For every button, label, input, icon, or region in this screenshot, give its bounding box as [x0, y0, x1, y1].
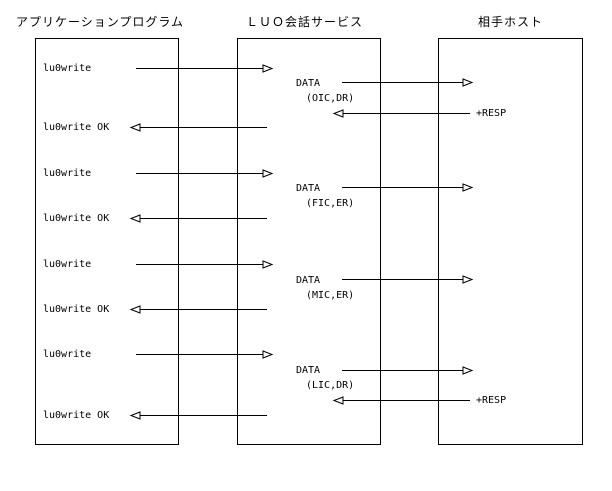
data-label: DATA — [296, 78, 320, 89]
call-arrow-head — [262, 169, 274, 178]
data-label: DATA — [296, 365, 320, 376]
data-params: (FIC,ER) — [306, 198, 354, 209]
call-label: lu0write — [43, 349, 91, 360]
data-arrow-head — [462, 366, 474, 375]
ok-arrow-head — [129, 214, 141, 223]
ok-arrow-head — [129, 123, 141, 132]
step-4: lu0write DATA (LIC,DR) +RESP lu0write OK — [43, 349, 506, 421]
resp-arrow-head — [332, 396, 344, 405]
step-1: lu0write DATA (OIC,DR) +RESP lu0write OK — [43, 63, 506, 133]
app-box — [35, 38, 179, 445]
ok-arrow-head — [129, 411, 141, 420]
data-label: DATA — [296, 275, 320, 286]
ok-label: lu0write OK — [43, 213, 109, 224]
call-label: lu0write — [43, 63, 91, 74]
ok-arrow-head — [129, 305, 141, 314]
step-2: lu0write DATA (FIC,ER) lu0write OK — [43, 168, 474, 224]
peer-box — [438, 38, 583, 445]
data-arrow-head — [462, 183, 474, 192]
call-arrow-head — [262, 350, 274, 359]
ok-label: lu0write OK — [43, 122, 109, 133]
resp-label: +RESP — [476, 395, 506, 406]
ok-label: lu0write OK — [43, 410, 109, 421]
data-label: DATA — [296, 183, 320, 194]
data-arrow-head — [462, 275, 474, 284]
data-params: (LIC,DR) — [306, 380, 354, 391]
header-app: アプリケーションプログラム — [16, 15, 184, 29]
ok-label: lu0write OK — [43, 304, 109, 315]
header-luo: ＬＵＯ会話サービス — [246, 14, 363, 29]
header-peer: 相手ホスト — [478, 15, 543, 29]
data-params: (MIC,ER) — [306, 290, 354, 301]
step-3: lu0write DATA (MIC,ER) lu0write OK — [43, 259, 474, 315]
resp-arrow-head — [332, 109, 344, 118]
call-arrow-head — [262, 64, 274, 73]
data-params: (OIC,DR) — [306, 93, 354, 104]
call-arrow-head — [262, 260, 274, 269]
resp-label: +RESP — [476, 108, 506, 119]
call-label: lu0write — [43, 259, 91, 270]
call-label: lu0write — [43, 168, 91, 179]
data-arrow-head — [462, 78, 474, 87]
luo-box — [237, 38, 381, 445]
